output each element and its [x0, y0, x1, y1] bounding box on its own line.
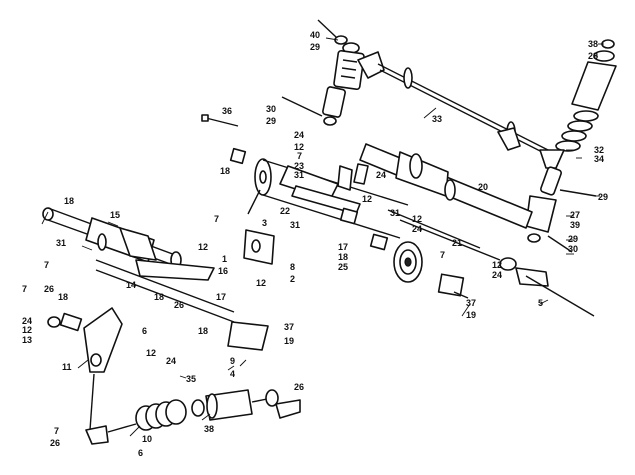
callout-30: 30 [266, 104, 276, 114]
callout-12: 12 [146, 348, 156, 358]
slide-rail [359, 143, 533, 261]
front-shock [191, 389, 301, 421]
callout-30: 30 [568, 244, 578, 254]
callout-8: 8 [290, 262, 295, 272]
callout-6: 6 [142, 326, 147, 336]
upper-crossshaft [377, 63, 551, 157]
callout-18: 18 [220, 166, 230, 176]
callout-26: 26 [294, 382, 304, 392]
callout-6: 6 [138, 448, 143, 458]
callout-13: 13 [22, 335, 32, 345]
callout-21: 21 [452, 238, 462, 248]
callout-24: 24 [22, 316, 32, 326]
callout-19: 19 [466, 310, 476, 320]
callout-37: 37 [466, 298, 476, 308]
callout-32: 32 [594, 145, 604, 155]
callout-24: 24 [376, 170, 386, 180]
callout-12: 12 [198, 242, 208, 252]
callout-12: 12 [412, 214, 422, 224]
bracket-37-lower [227, 321, 269, 351]
callout-31: 31 [390, 208, 400, 218]
callout-31: 31 [56, 238, 66, 248]
callout-14: 14 [126, 280, 136, 290]
callouts: 40 29 38 28 30 29 36 33 32 34 24 12 7 23… [22, 30, 608, 458]
callout-26: 26 [44, 284, 54, 294]
callout-29: 29 [266, 116, 276, 126]
callout-18: 18 [58, 292, 68, 302]
callout-24: 24 [294, 130, 304, 140]
callout-18: 18 [338, 252, 348, 262]
callout-12: 12 [362, 194, 372, 204]
spring-10 [107, 399, 187, 433]
callout-27: 27 [570, 210, 580, 220]
leader-lines [41, 37, 604, 437]
callout-24: 24 [492, 270, 502, 280]
callout-17: 17 [338, 242, 348, 252]
callout-12: 12 [256, 278, 266, 288]
callout-24: 24 [166, 356, 176, 366]
rear-arm [229, 147, 409, 251]
callout-7: 7 [22, 284, 27, 294]
callout-3: 3 [262, 218, 267, 228]
callout-2: 2 [290, 274, 295, 284]
callout-29: 29 [598, 192, 608, 202]
callout-20: 20 [478, 182, 488, 192]
callout-12: 12 [492, 260, 502, 270]
callout-18: 18 [64, 196, 74, 206]
callout-1: 1 [222, 254, 227, 264]
front-arm [42, 207, 275, 323]
lower-arm [47, 307, 123, 445]
callout-7: 7 [44, 260, 49, 270]
idler-wheel-25 [393, 241, 423, 283]
callout-37: 37 [284, 322, 294, 332]
callout-7: 7 [440, 250, 445, 260]
callout-35: 35 [186, 374, 196, 384]
callout-12: 12 [22, 325, 32, 335]
callout-31: 31 [290, 220, 300, 230]
callout-4: 4 [230, 369, 235, 379]
callout-18: 18 [154, 292, 164, 302]
callout-33: 33 [432, 114, 442, 124]
callout-18: 18 [198, 326, 208, 336]
callout-40: 40 [310, 30, 320, 40]
callout-7: 7 [297, 151, 302, 161]
callout-36: 36 [222, 106, 232, 116]
callout-12: 12 [294, 142, 304, 152]
callout-19: 19 [284, 336, 294, 346]
callout-17: 17 [216, 292, 226, 302]
callout-22: 22 [280, 206, 290, 216]
callout-24: 24 [412, 224, 422, 234]
callout-9: 9 [230, 356, 235, 366]
callout-16: 16 [218, 266, 228, 276]
callout-29: 29 [310, 42, 320, 52]
callout-28: 28 [588, 51, 598, 61]
callout-34: 34 [594, 154, 604, 164]
callout-7: 7 [54, 426, 59, 436]
callout-29: 29 [568, 234, 578, 244]
callout-10: 10 [142, 434, 152, 444]
callout-5: 5 [538, 298, 543, 308]
callout-26: 26 [174, 300, 184, 310]
callout-39: 39 [570, 220, 580, 230]
callout-7: 7 [214, 214, 219, 224]
callout-23: 23 [294, 161, 304, 171]
callout-15: 15 [110, 210, 120, 220]
callout-38: 38 [204, 424, 214, 434]
callout-25: 25 [338, 262, 348, 272]
upper-right-shock [525, 39, 617, 253]
upper-left-shock [281, 19, 385, 126]
callout-11: 11 [62, 362, 72, 372]
callout-31: 31 [294, 170, 304, 180]
callout-38: 38 [588, 39, 598, 49]
callout-26: 26 [50, 438, 60, 448]
